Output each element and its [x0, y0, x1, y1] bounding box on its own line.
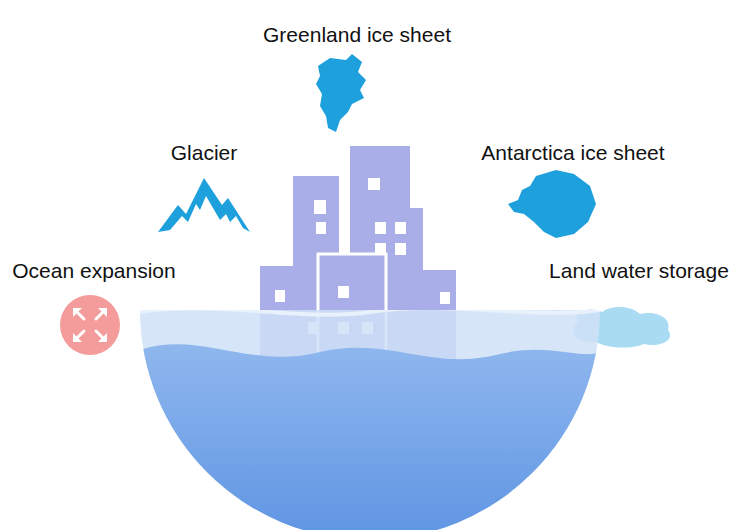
antarctica-icon	[508, 170, 596, 238]
icon-label: Greenland ice sheet	[263, 22, 451, 47]
icon-label: Antarctica ice sheet	[481, 140, 664, 165]
glacier-icon	[158, 178, 250, 232]
ocean-bowl	[140, 300, 600, 530]
icon-label: Glacier	[171, 140, 238, 165]
greenland-icon	[316, 54, 366, 132]
ocean-expansion-icon	[60, 295, 120, 355]
icon-label: Land water storage	[549, 258, 729, 283]
icon-label: Ocean expansion	[12, 258, 175, 283]
